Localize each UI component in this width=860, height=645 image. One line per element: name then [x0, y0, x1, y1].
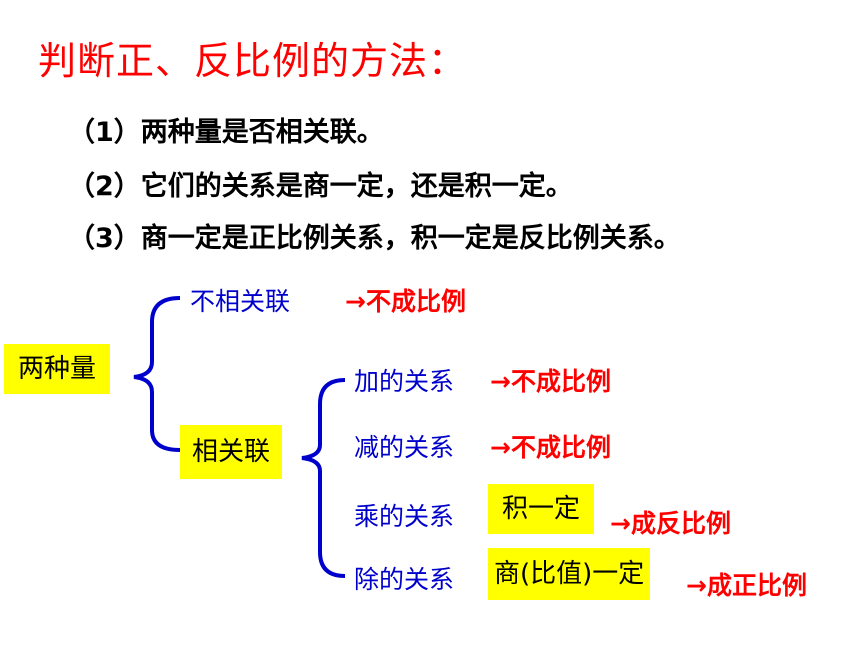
rule-3: （3）商一定是正比例关系，积一定是反比例关系。 — [68, 223, 681, 254]
rule-1: （1）两种量是否相关联。 — [68, 117, 384, 148]
root-brace — [133, 296, 181, 452]
add-result: →不成比例 — [490, 367, 611, 396]
mul-node: 乘的关系 — [354, 502, 455, 531]
add-node: 加的关系 — [354, 367, 455, 396]
unrelated-result: →不成比例 — [345, 287, 466, 316]
sub-result: →不成比例 — [490, 433, 611, 462]
root-node: 两种量 — [4, 344, 111, 394]
mul-condition: 积一定 — [488, 484, 595, 534]
div-node: 除的关系 — [354, 565, 455, 594]
related-brace — [301, 378, 346, 578]
sub-node: 减的关系 — [354, 433, 455, 462]
div-result: →成正比例 — [686, 571, 807, 600]
div-condition: 商(比值)一定 — [488, 548, 651, 600]
unrelated-node: 不相关联 — [190, 287, 291, 316]
related-node: 相关联 — [180, 425, 283, 479]
page-title: 判断正、反比例的方法： — [38, 39, 468, 83]
rule-2: （2）它们的关系是商一定，还是积一定。 — [68, 171, 573, 202]
mul-result: →成反比例 — [610, 509, 731, 538]
